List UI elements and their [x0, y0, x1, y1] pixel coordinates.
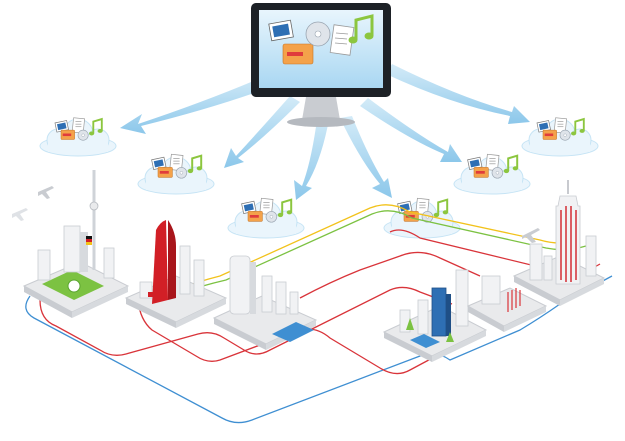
music-note-icon	[354, 14, 374, 40]
trees	[406, 318, 414, 330]
airplane-icon	[12, 208, 28, 221]
arrow-to-center-cloud	[294, 112, 330, 200]
empire-building	[555, 195, 581, 285]
blue-building	[431, 287, 447, 337]
arrow-to-far-right-cloud	[386, 64, 530, 124]
monitor-screen	[259, 10, 383, 88]
arrow-to-left-cloud	[224, 96, 300, 168]
city-blue-tower	[382, 269, 488, 362]
water-area	[410, 334, 440, 348]
arrow-to-far-left-cloud	[120, 74, 274, 134]
flag-icon	[86, 236, 92, 239]
distribution-arrows	[120, 64, 530, 200]
cloud-left	[137, 153, 215, 195]
cloud-far-right	[521, 116, 599, 157]
cloud-right-city	[383, 197, 461, 239]
screen-media-icons	[268, 14, 374, 65]
city-stripes	[466, 275, 548, 332]
flag-icon	[148, 292, 156, 297]
city-platform	[466, 287, 548, 327]
airplane-icon	[38, 186, 54, 199]
water-area	[272, 322, 314, 342]
route-red-upper	[299, 251, 481, 299]
arrow-to-right-cloud	[360, 98, 462, 162]
route-red-lower	[39, 286, 453, 356]
cloud-right	[453, 153, 531, 195]
cloud-far-left	[39, 116, 117, 157]
cloud-center	[227, 197, 305, 239]
red-skyscraper	[152, 220, 168, 304]
monitor-base	[287, 117, 355, 127]
city-berlin-like	[12, 170, 130, 318]
central-computer	[251, 3, 391, 127]
city-center-harbor	[212, 255, 318, 350]
arrow-to-right-city-cloud	[340, 116, 392, 198]
airplane-icon	[522, 228, 540, 243]
monitor-stand	[302, 97, 340, 120]
city-skyscrapers	[512, 180, 606, 306]
city-red-towers	[124, 220, 228, 328]
